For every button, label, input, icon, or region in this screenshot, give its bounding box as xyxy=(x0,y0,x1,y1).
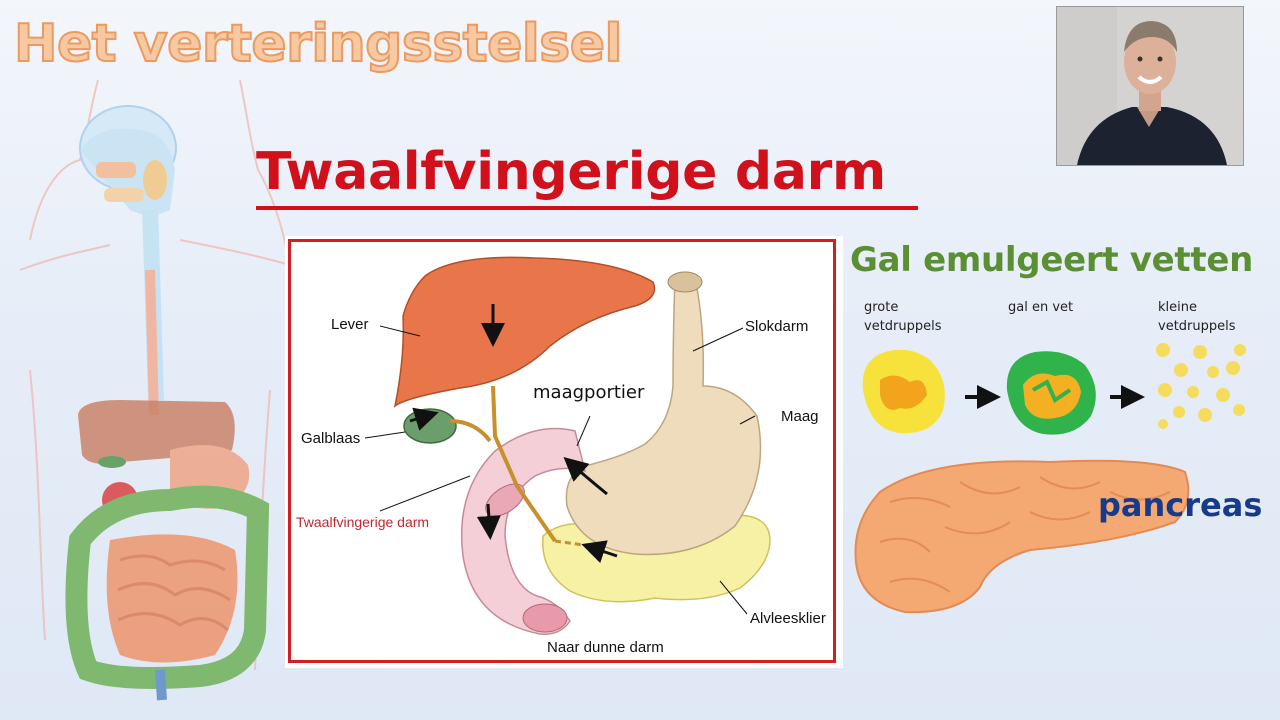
label-alvleesklier: Alvleesklier xyxy=(750,610,826,627)
small-fat-droplets-icon xyxy=(1156,343,1246,429)
label-slokdarm: Slokdarm xyxy=(745,318,809,335)
step1-caption: grote vetdruppels xyxy=(864,298,942,336)
step3-line2: vetdruppels xyxy=(1158,319,1236,334)
step3-caption: kleine vetdruppels xyxy=(1158,298,1236,336)
step1-line2: vetdruppels xyxy=(864,319,942,334)
deck-title: Het verteringsstelsel xyxy=(13,13,623,75)
stomach-shape xyxy=(565,277,762,556)
label-lever: Lever xyxy=(331,316,369,333)
duodenum-diagram: Lever Slokdarm maagportier Galblaas Maag… xyxy=(285,236,843,668)
topic-title-underline xyxy=(256,206,918,210)
step1-line1: grote xyxy=(864,300,899,315)
label-maag: Maag xyxy=(781,408,819,425)
emulsion-steps-graphic xyxy=(862,343,1246,435)
duodenum-anatomy-svg xyxy=(364,256,771,635)
step3-line1: kleine xyxy=(1158,300,1197,315)
diagram-frame xyxy=(288,239,836,663)
bile-and-fat-droplet-icon xyxy=(1006,351,1096,435)
topic-title: Twaalfvingerige darm xyxy=(256,142,886,202)
pancreas-label: pancreas xyxy=(1098,486,1263,524)
large-fat-droplet-icon xyxy=(862,349,945,434)
liver-shape xyxy=(393,256,656,408)
presenter-image xyxy=(1057,7,1243,165)
digestive-system-illustration xyxy=(19,79,290,701)
label-twaalfvingerige-darm: Twaalfvingerige darm xyxy=(296,514,430,530)
label-galblaas: Galblaas xyxy=(301,430,361,447)
label-maagportier: maagportier xyxy=(533,382,645,403)
pancreas-illustration xyxy=(854,459,1190,614)
step2-line1: gal en vet xyxy=(1008,300,1074,315)
label-naar-dunne-darm: Naar dunne darm xyxy=(547,639,664,656)
presenter-webcam xyxy=(1056,6,1244,166)
gal-emulsion-title: Gal emulgeert vetten xyxy=(850,240,1253,280)
step2-caption: gal en vet xyxy=(1008,298,1073,317)
